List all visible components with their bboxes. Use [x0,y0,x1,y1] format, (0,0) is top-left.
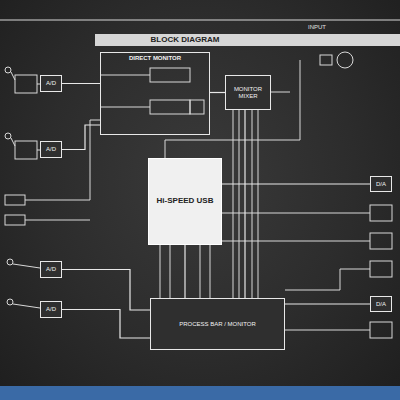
block-label: A/D [46,306,56,313]
block-label: PROCESS BAR / MONITOR [179,321,256,328]
block-label: A/D [46,80,56,87]
signal-wire [244,110,245,298]
block-label: D/A [376,181,386,188]
signal-wire [62,83,100,84]
block-box: D/A [370,176,392,192]
block-box: Hi-SPEED USB [148,158,222,245]
block-label: D/A [376,301,386,308]
signal-wire [62,125,100,150]
block-label: A/D [46,266,56,273]
block-box: A/D [40,261,62,278]
block-label: DIRECT MONITOR [129,55,181,62]
block-box: MONITOR MIXER [225,75,271,110]
block-box: PROCESS BAR / MONITOR [150,298,285,350]
signal-wire [62,310,150,339]
group-box: DIRECT MONITOR [100,52,210,135]
block-label: MONITOR MIXER [226,86,270,99]
signal-wire [285,303,370,304]
block-label: Hi-SPEED USB [157,197,214,206]
block-box: A/D [40,301,62,318]
block-box: A/D [40,141,62,158]
signal-wire [62,270,150,311]
block-box: A/D [40,75,62,92]
block-box: D/A [370,296,392,312]
diagram-title: BLOCK DIAGRAM [95,34,275,46]
signal-wire [184,245,185,298]
signal-label: INPUT [308,24,326,31]
signal-wire [222,183,370,184]
block-label: A/D [46,146,56,153]
signal-wire [210,92,225,93]
